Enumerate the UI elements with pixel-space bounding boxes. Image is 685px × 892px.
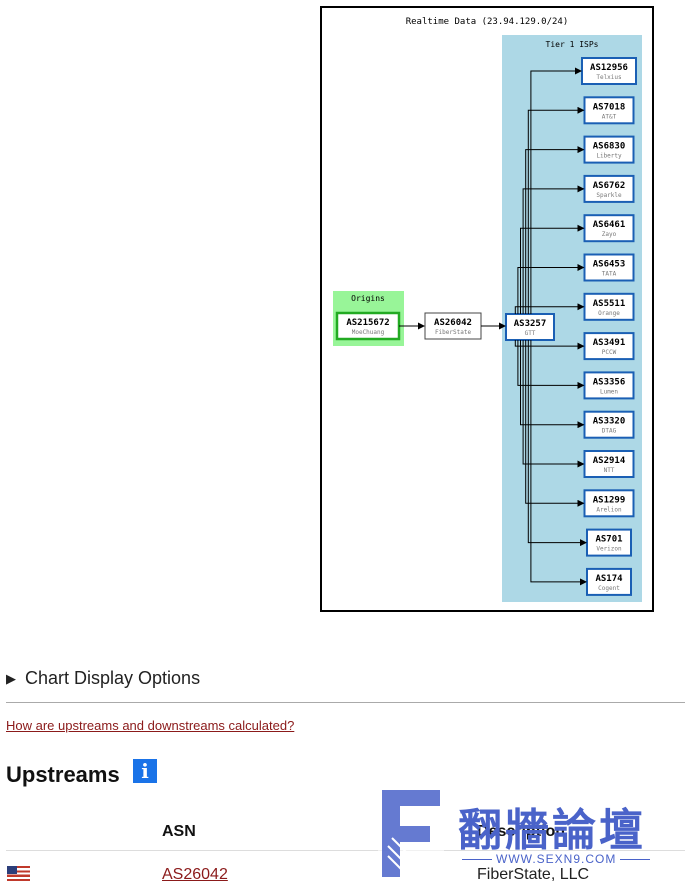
- tier1-node-as3320: [583, 410, 635, 439]
- upstream-node-name: FiberState: [435, 329, 472, 336]
- tier1-node-as6453-asn: AS6453: [593, 260, 626, 270]
- tier1-node-as701: [586, 528, 632, 557]
- edge-transit-as6762: [522, 185, 585, 314]
- tier1-node-as174-name: Cogent: [598, 585, 620, 592]
- transit-node: [505, 313, 555, 341]
- tier1-node-as174: [586, 567, 632, 596]
- upstreams-heading: Upstreams: [6, 762, 120, 787]
- origins-cluster-label: Origins: [351, 294, 385, 303]
- origin-node: [335, 311, 401, 341]
- tier1-node-as6830: [583, 135, 635, 164]
- origin-node-name: MoeChuang: [352, 329, 385, 336]
- tier1-node-as6830-name: Liberty: [596, 153, 622, 160]
- tier1-node-as6762-name: Sparkle: [596, 192, 622, 199]
- watermark-url: WWW.SEXN9.COM: [458, 852, 654, 866]
- tier1-cluster-label: Tier 1 ISPs: [546, 40, 599, 49]
- tier1-node-as12956: [581, 57, 637, 85]
- tier1-node-as7018: [583, 96, 635, 125]
- edge-transit-as701: [527, 340, 587, 547]
- tier1-node-as3491-asn: AS3491: [593, 338, 626, 348]
- divider: [6, 702, 685, 703]
- tier1-node-as2914-name: NTT: [604, 467, 615, 474]
- us-flag-icon: [7, 866, 30, 881]
- tier1-node-as5511: [583, 292, 635, 321]
- edge-transit-as6453: [517, 264, 585, 314]
- watermark-logo-icon: [378, 786, 444, 881]
- info-icon[interactable]: i: [133, 759, 157, 783]
- disclosure-triangle-icon: ▶: [6, 670, 16, 686]
- upstream-description: FiberState, LLC: [477, 866, 590, 883]
- tier1-node-as12956-name: Telxius: [596, 74, 622, 81]
- tier1-node-as6762-asn: AS6762: [593, 181, 626, 191]
- column-header-description: Description: [477, 823, 566, 840]
- tier1-node-as5511-asn: AS5511: [593, 299, 626, 309]
- edge-transit-as3491: [514, 340, 585, 350]
- origin-node-asn: AS215672: [346, 318, 389, 328]
- tier1-node-as2914-asn: AS2914: [593, 456, 626, 466]
- tier1-node-as174-asn: AS174: [595, 574, 623, 584]
- tier1-node-as3320-asn: AS3320: [593, 417, 626, 427]
- tier1-node-as12956-asn: AS12956: [590, 63, 628, 73]
- edge-transit-as3320: [520, 340, 585, 429]
- tier1-node-as6762: [583, 174, 635, 203]
- tier1-node-as7018-asn: AS7018: [593, 102, 626, 112]
- tier1-node-as7018-name: AT&T: [602, 113, 617, 120]
- tier1-node-as1299-asn: AS1299: [593, 495, 626, 505]
- how-calculated-link[interactable]: How are upstreams and downstreams calcul…: [6, 718, 295, 733]
- tier1-node-as3356-name: Lumen: [600, 388, 618, 395]
- upstream-asn-link[interactable]: AS26042: [162, 866, 228, 883]
- tier1-node-as5511-name: Orange: [598, 310, 620, 317]
- edge-transit-as6830: [525, 146, 585, 314]
- tier1-node-as701-asn: AS701: [595, 535, 622, 545]
- tier1-node-as3320-name: DTAG: [602, 428, 617, 435]
- transit-node-name: GTT: [525, 330, 536, 337]
- transit-node-asn: AS3257: [514, 319, 547, 329]
- column-header-asn: ASN: [162, 823, 196, 840]
- watermark-title: 翻牆論壇: [458, 805, 646, 856]
- tier1-node-as3491-name: PCCW: [602, 349, 617, 356]
- chart-display-options-toggle[interactable]: ▶ Chart Display Options: [6, 668, 200, 689]
- tier1-node-as6461-name: Zayo: [602, 231, 617, 238]
- graph-title: Realtime Data (23.94.129.0/24): [406, 17, 569, 27]
- edge-transit-as7018: [527, 106, 585, 314]
- tier1-node-as3491: [583, 332, 635, 361]
- edge-transit-as2914: [522, 340, 585, 468]
- tier1-node-as3356-asn: AS3356: [593, 377, 626, 387]
- chart-display-options-label: Chart Display Options: [25, 668, 201, 688]
- tier1-node-as1299-name: Arelion: [596, 506, 622, 513]
- table-header-divider: [6, 850, 685, 851]
- edge-transit-as6461: [520, 224, 585, 314]
- tier1-node-as2914: [583, 450, 635, 478]
- tier1-node-as6830-asn: AS6830: [593, 142, 626, 152]
- tier1-node-as6453: [583, 253, 635, 282]
- tier1-node-as1299: [583, 489, 635, 518]
- edge-transit-as12956: [530, 67, 582, 314]
- edge-transit-as1299: [525, 340, 585, 507]
- edge-transit-as5511: [514, 303, 585, 314]
- watermark: 翻牆論壇 WWW.SEXN9.COM: [378, 786, 678, 881]
- edge-transit-as174: [530, 340, 587, 586]
- as-path-graph: Realtime Data (23.94.129.0/24) Origins Ti…: [320, 6, 654, 612]
- edge-transit-as3356: [517, 340, 585, 389]
- tier1-node-as3356: [583, 371, 635, 400]
- as-path-graph-svg: Realtime Data (23.94.129.0/24) Origins Ti…: [333, 17, 642, 602]
- tier1-node-as6461: [583, 214, 635, 243]
- upstream-node-asn: AS26042: [434, 318, 472, 328]
- tier1-node-as6453-name: TATA: [602, 271, 617, 278]
- tier1-node-as701-name: Verizon: [596, 546, 622, 553]
- tier1-node-as6461-asn: AS6461: [593, 220, 626, 230]
